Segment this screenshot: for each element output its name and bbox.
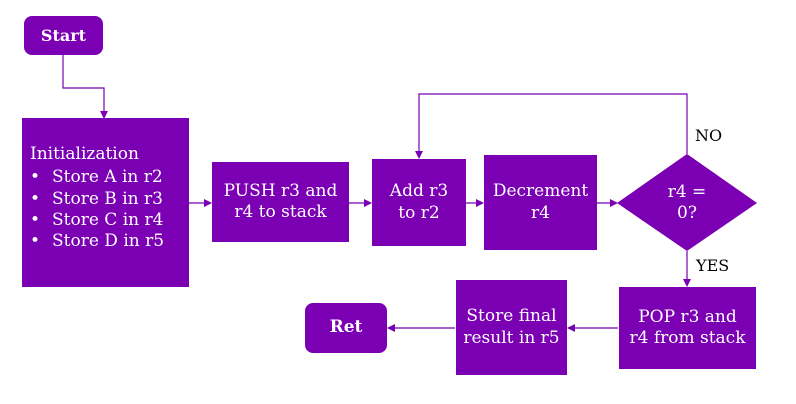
store-line-1: Store final	[466, 306, 557, 327]
decrement-line-2: r4	[531, 202, 550, 223]
decrement-line-1: Decrement	[492, 181, 589, 202]
start-node: Start	[24, 16, 103, 55]
arrow-no-loop	[415, 93, 688, 159]
init-item: Store C in r4	[30, 210, 164, 232]
pop-line-2: r4 from stack	[629, 328, 746, 348]
init-list: Store A in r2 Store B in r3 Store C in r…	[30, 167, 164, 252]
decision-label: r4 = 0?	[647, 180, 727, 226]
decision-line-1: r4 =	[667, 181, 707, 202]
decision-diamond	[617, 154, 757, 251]
add-line-1: Add r3	[389, 181, 449, 202]
add-line-2: to r2	[398, 202, 440, 223]
arrow-start-to-init	[62, 55, 108, 119]
push-line-1: PUSH r3 and	[223, 180, 338, 201]
ret-label: Ret	[329, 317, 363, 338]
init-item: Store B in r3	[30, 189, 164, 211]
pop-line-1: POP r3 and	[638, 306, 737, 327]
push-line-2: r4 to stack	[234, 202, 327, 222]
decrement-node: Decrement r4	[484, 155, 597, 250]
initialization-node: Initialization Store A in r2 Store B in …	[22, 118, 189, 287]
store-line-2: result in r5	[463, 327, 560, 348]
yes-label: YES	[696, 256, 730, 275]
store-final-node: Store final result in r5	[456, 280, 567, 375]
start-label: Start	[40, 25, 87, 45]
push-node: PUSH r3 and r4 to stack	[212, 162, 349, 242]
pop-node: POP r3 and r4 from stack	[619, 287, 756, 369]
decision-line-2: 0?	[677, 203, 697, 223]
ret-node: Ret	[305, 303, 387, 353]
no-label: NO	[695, 126, 723, 145]
add-node: Add r3 to r2	[372, 159, 466, 246]
init-title: Initialization	[30, 144, 139, 164]
init-item: Store A in r2	[30, 167, 164, 189]
init-item: Store D in r5	[30, 231, 164, 253]
